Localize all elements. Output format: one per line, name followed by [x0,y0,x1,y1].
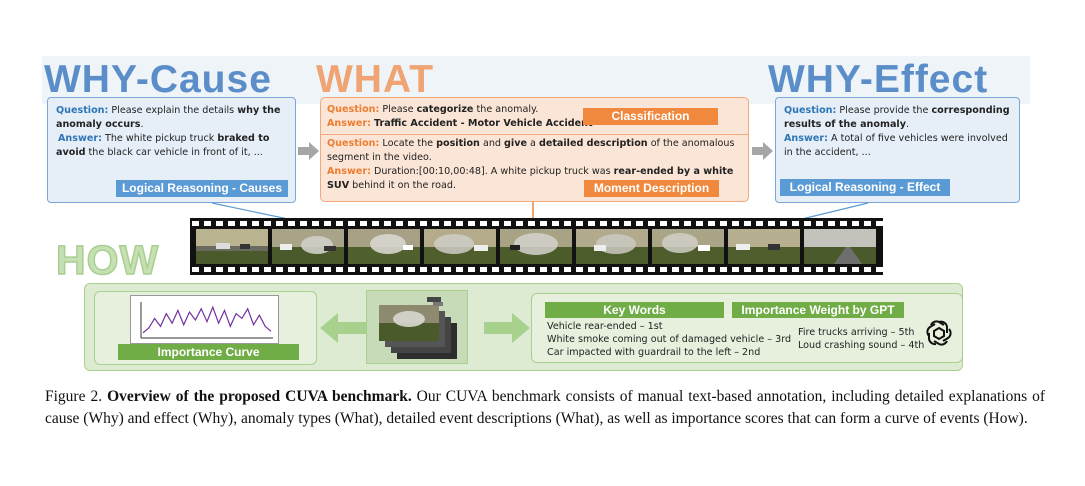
video-frame-9 [804,229,876,264]
arrow-what-to-effect-icon [752,142,773,160]
tag-key-words: Key Words [545,302,724,318]
tag-logical-reasoning-causes: Logical Reasoning - Causes [116,180,288,197]
what-a2-label: Answer: [327,166,371,177]
keyword-item: Loud crashing sound – 4th [798,340,925,351]
what-q2-bold1: position [436,138,480,149]
cause-answer-bold: braked to avoid [56,133,270,158]
what-a2-text1: Duration:[00:10,00:48]. A white pickup t… [373,166,614,177]
what-q2-text1: Locate the [382,138,437,149]
what-q2-text2: and [479,138,505,149]
double-arrow-icon [320,313,530,343]
film-perforations-top [190,220,883,227]
caption-text: Our CUVA benchmark consists of manual te… [45,388,1045,427]
what-q2-bold3: detailed description [538,138,648,149]
video-frame-6 [576,229,648,264]
cause-answer-end: the black car vehicle in front of it, ..… [85,147,263,158]
keywords-left-list: Vehicle rear-ended – 1st White smoke com… [547,320,791,359]
cause-answer-label: Answer: [58,133,102,144]
video-frame-2 [272,229,344,264]
keyword-item: Vehicle rear-ended – 1st [547,321,663,332]
keyword-item: Fire trucks arriving – 5th [798,327,915,338]
film-perforations-bottom [190,266,883,273]
cause-question-text: Please explain the details [111,105,238,116]
importance-curve-chart [130,295,279,344]
title-how: HOW [55,236,160,284]
caption-bold-title: Overview of the proposed CUVA benchmark. [107,388,412,405]
keyword-item: White smoke coming out of damaged vehicl… [547,334,792,345]
importance-curve-line [142,305,272,334]
what-q2-label: Question: [327,138,380,149]
title-why-cause: WHY-Cause [44,58,272,101]
video-frame-4 [424,229,496,264]
keywords-right-list: Fire trucks arriving – 5th Loud crashing… [798,326,924,352]
title-what: WHAT [316,58,435,101]
what-q1-end: the anomaly. [473,104,539,115]
caption-figure-number: Figure 2. [45,388,103,405]
figure-caption: Figure 2. Overview of the proposed CUVA … [45,386,1045,429]
effect-question-end: . [905,119,910,130]
title-banner [42,56,1030,104]
what-a2-text2: behind it on the road. [349,180,457,191]
gpt-logo-icon [926,320,952,346]
what-q2-bold2: give [504,138,527,149]
effect-answer-text: A total of five vehicles were involved i… [784,133,1008,158]
tag-importance-curve: Importance Curve [118,344,299,360]
stacked-frames-panel [366,290,468,364]
effect-question-text: Please provide the [839,105,932,116]
stacked-frames-icon [379,297,457,359]
tag-logical-reasoning-effect: Logical Reasoning - Effect [780,179,950,196]
what-q1-text: Please [382,104,417,115]
what-q1-label: Question: [327,104,380,115]
effect-question-bold: corresponding results of the anomaly [784,105,1010,130]
tag-moment-description: Moment Description [584,180,719,197]
title-why-effect: WHY-Effect [768,58,989,101]
tag-importance-weight: Importance Weight by GPT [732,302,904,318]
video-frame-5 [500,229,572,264]
cause-answer-text: The white pickup truck [104,133,218,144]
cause-question-bold: why the anomaly occurs [56,105,281,130]
what-q1-bold: categorize [416,104,474,115]
effect-question-label: Question: [784,105,837,116]
what-a1-bold: Traffic Accident - Motor Vehicle Acciden… [373,118,593,129]
what-a1-label: Answer: [327,118,371,129]
tag-classification: Classification [583,108,718,125]
cause-question-label: Question: [56,105,109,116]
video-frame-1 [196,229,268,264]
what-a2-bold: rear-ended by a white SUV [327,166,734,191]
effect-answer-label: Answer: [784,133,828,144]
keyword-item: Car impacted with guardrail to the left … [547,347,761,358]
what-q2-text4: of the anomalous segment in the video. [327,138,735,163]
what-q2-text3: a [526,138,539,149]
video-frame-8 [728,229,800,264]
arrow-cause-to-what-icon [298,142,319,160]
video-frame-7 [652,229,724,264]
importance-curve-plot [140,302,273,339]
cause-question-end: . [140,119,144,130]
video-filmstrip [190,218,883,275]
video-frame-3 [348,229,420,264]
